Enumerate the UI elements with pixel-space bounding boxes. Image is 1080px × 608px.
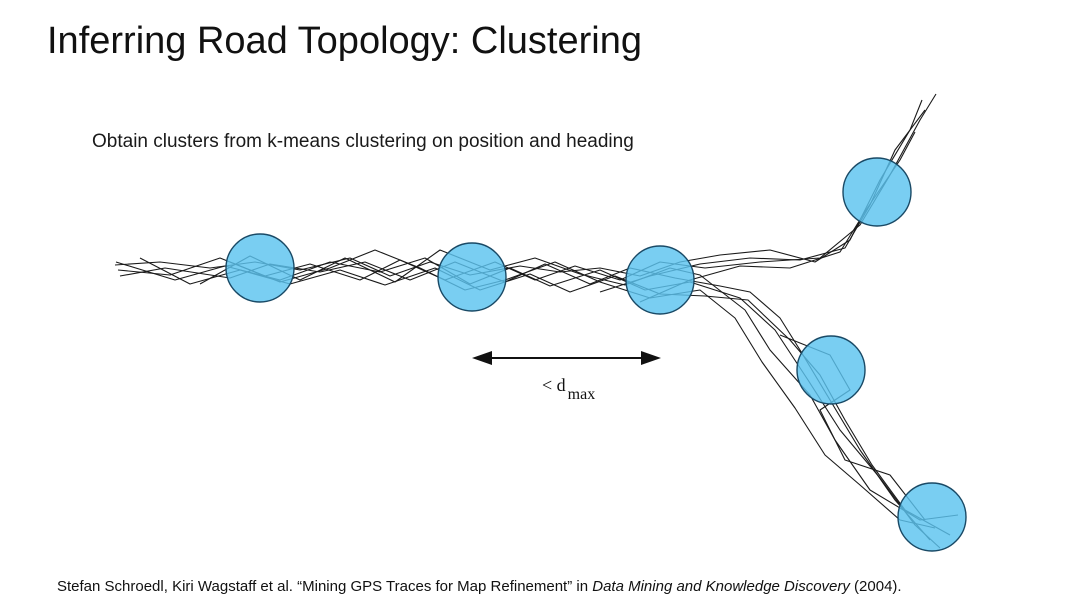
arrow-right-head — [641, 351, 661, 365]
cluster-circle — [625, 245, 695, 315]
cluster-circle — [897, 482, 967, 552]
gps-trace — [139, 257, 951, 536]
citation-paper: “Mining GPS Traces for Map Refinement” — [297, 578, 573, 595]
citation-journal: Data Mining and Knowledge Discovery — [592, 578, 850, 595]
cluster-circle — [437, 242, 507, 312]
distance-label-prefix: < d — [542, 375, 566, 395]
slide-subtitle: Obtain clusters from k-means clustering … — [92, 131, 634, 152]
gps-trace — [119, 261, 931, 541]
cluster-circle — [225, 233, 295, 303]
gps-trace — [115, 257, 941, 549]
cluster-circle — [796, 335, 866, 405]
gps-trace — [229, 249, 936, 529]
slide-title: Inferring Road Topology: Clustering — [47, 20, 642, 62]
distance-arrow — [472, 351, 661, 365]
citation-year: (2004). — [849, 578, 902, 595]
cluster-circle — [842, 157, 912, 227]
distance-label-subscript: max — [567, 386, 596, 403]
cluster-markers — [225, 157, 967, 552]
citation: Stefan Schroedl, Kiri Wagstaff et al. “M… — [57, 578, 902, 595]
citation-authors: Stefan Schroedl, Kiri Wagstaff et al. — [57, 578, 298, 595]
citation-in: in — [572, 578, 593, 595]
gps-traces — [114, 93, 959, 549]
arrow-left-head — [472, 351, 492, 365]
